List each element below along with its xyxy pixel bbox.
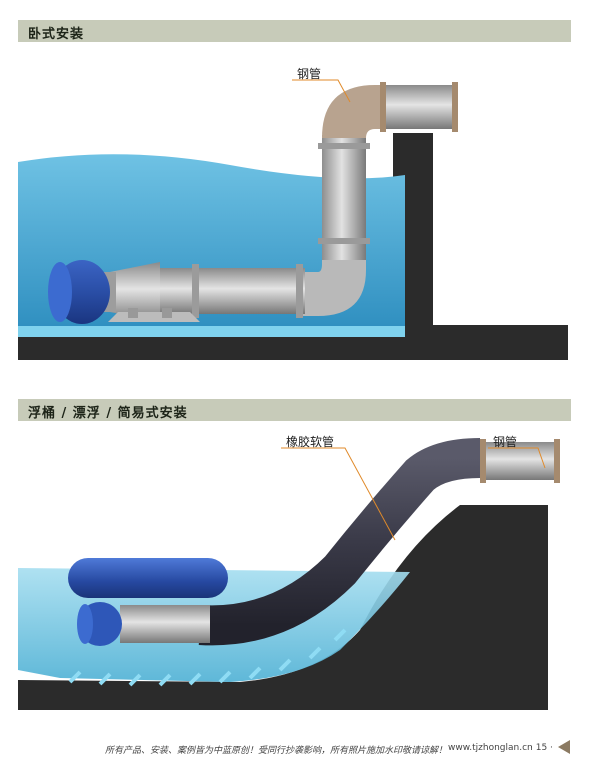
callout-steel-pipe: 钢管 xyxy=(493,435,518,449)
ground-slab xyxy=(18,337,568,360)
callout-steel-pipe: 钢管 xyxy=(297,67,322,81)
float-install-illustration xyxy=(18,438,560,710)
riverbank xyxy=(18,505,548,710)
steel-pipe-horizontal xyxy=(160,268,305,314)
callout-leader-1 xyxy=(292,79,351,103)
callout-leaders-2 xyxy=(281,447,546,541)
page-number: · 15 · xyxy=(530,743,553,753)
section-title: 卧式安装 xyxy=(28,27,85,42)
footer-note: 所有产品、安装、案例皆为中蓝原创！受同行抄袭影响，所有照片施加水印敬请谅解！ xyxy=(105,746,448,756)
section-header-float: 浮桶 / 漂浮 / 简易式安装 xyxy=(18,399,571,421)
pump-support xyxy=(108,312,200,322)
float-barrel xyxy=(68,558,228,598)
footer-url[interactable]: www.tjzhonglan.cn xyxy=(448,743,533,753)
section-title: 浮桶 / 漂浮 / 简易式安装 xyxy=(28,406,188,421)
callout-rubber-hose: 橡胶软管 xyxy=(286,435,335,449)
pump-body xyxy=(110,262,160,322)
horizontal-install-illustration xyxy=(18,82,568,360)
page-back-arrow-icon[interactable] xyxy=(558,740,570,754)
rubber-hose xyxy=(198,438,481,646)
steel-pipe-outlet xyxy=(380,85,456,129)
pump-body xyxy=(120,605,210,643)
section-header-horizontal: 卧式安装 xyxy=(18,20,571,42)
